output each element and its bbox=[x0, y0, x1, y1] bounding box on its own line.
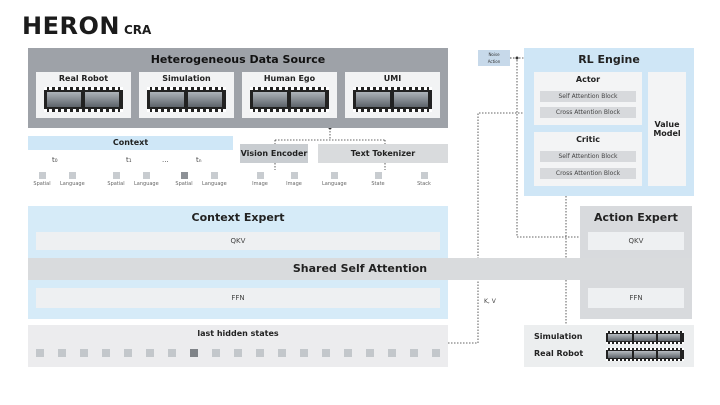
action-expert-title: Action Expert bbox=[594, 211, 678, 224]
film-strip-image bbox=[147, 87, 226, 112]
source-human-ego: Human Ego bbox=[242, 72, 337, 118]
token: Stack bbox=[412, 170, 436, 192]
time-label: ... bbox=[162, 156, 169, 164]
qkv-block: QKV bbox=[36, 232, 440, 250]
source-real-robot: Real Robot bbox=[36, 72, 131, 118]
film-strip-image bbox=[250, 87, 329, 112]
critic-box: Critic Self Attention Block Cross Attent… bbox=[534, 132, 642, 186]
time-label: t₁ bbox=[126, 156, 132, 164]
source-umi: UMI bbox=[345, 72, 440, 118]
token: Language bbox=[202, 170, 227, 192]
film-strip-image bbox=[606, 348, 684, 361]
token-row: Spatial Language Spatial Language Spatia… bbox=[28, 170, 448, 192]
token: Language bbox=[60, 170, 85, 192]
self-attention-block: Self Attention Block bbox=[540, 151, 636, 162]
text-tokenizer-box: Text Tokenizer bbox=[318, 144, 448, 163]
output-panel: Simulation Real Robot bbox=[524, 325, 694, 367]
ffn-block: FFN bbox=[588, 288, 684, 308]
source-label: UMI bbox=[383, 74, 402, 83]
hidden-states-panel: last hidden states bbox=[28, 325, 448, 367]
source-simulation: Simulation bbox=[139, 72, 234, 118]
token: Spatial bbox=[30, 170, 54, 192]
cross-attention-block: Cross Attention Block bbox=[540, 168, 636, 179]
page-subtitle: CRA bbox=[123, 23, 152, 37]
context-expert-title: Context Expert bbox=[191, 211, 285, 224]
source-label: Real Robot bbox=[58, 74, 109, 83]
cross-attention-block: Cross Attention Block bbox=[540, 107, 636, 118]
film-strip-image bbox=[606, 331, 684, 344]
vision-encoder-box: Vision Encoder bbox=[240, 144, 308, 163]
context-bar: Context bbox=[28, 136, 233, 150]
rl-engine-panel: RL Engine Actor Self Attention Block Cro… bbox=[524, 48, 694, 196]
token: Language bbox=[322, 170, 347, 192]
data-source-title: Heterogeneous Data Source bbox=[150, 53, 326, 66]
kv-label: K, V bbox=[484, 298, 496, 305]
token: Spatial bbox=[104, 170, 128, 192]
time-label: tₙ bbox=[196, 156, 202, 164]
kv-arrow-line bbox=[448, 112, 524, 344]
self-attention-block: Self Attention Block bbox=[540, 91, 636, 102]
source-label: Simulation bbox=[162, 74, 211, 83]
rl-engine-title: RL Engine bbox=[578, 53, 640, 66]
value-model-box: Value Model bbox=[648, 72, 686, 186]
token: Image bbox=[248, 170, 272, 192]
output-label: Simulation bbox=[534, 332, 583, 341]
ffn-block: FFN bbox=[36, 288, 440, 308]
noise-action-label: Action bbox=[487, 59, 501, 64]
critic-title: Critic bbox=[576, 135, 600, 144]
token: Spatial bbox=[172, 170, 196, 192]
hidden-states-title: last hidden states bbox=[197, 329, 279, 338]
actor-box: Actor Self Attention Block Cross Attenti… bbox=[534, 72, 642, 125]
token: Image bbox=[282, 170, 306, 192]
time-label: t₀ bbox=[52, 156, 58, 164]
source-label: Human Ego bbox=[263, 74, 316, 83]
film-strip-image bbox=[44, 87, 123, 112]
actor-title: Actor bbox=[575, 75, 601, 84]
noise-action-box: Noise Action bbox=[478, 50, 510, 66]
data-source-panel: Heterogeneous Data Source Real Robot Sim… bbox=[28, 48, 448, 128]
film-strip-image bbox=[353, 87, 432, 112]
output-label: Real Robot bbox=[534, 349, 584, 358]
noise-action-label: Noise bbox=[488, 52, 500, 57]
token: Language bbox=[134, 170, 159, 192]
qkv-block: QKV bbox=[588, 232, 684, 250]
shared-self-attention-bar: Shared Self Attention bbox=[28, 258, 692, 280]
token: State bbox=[366, 170, 390, 192]
